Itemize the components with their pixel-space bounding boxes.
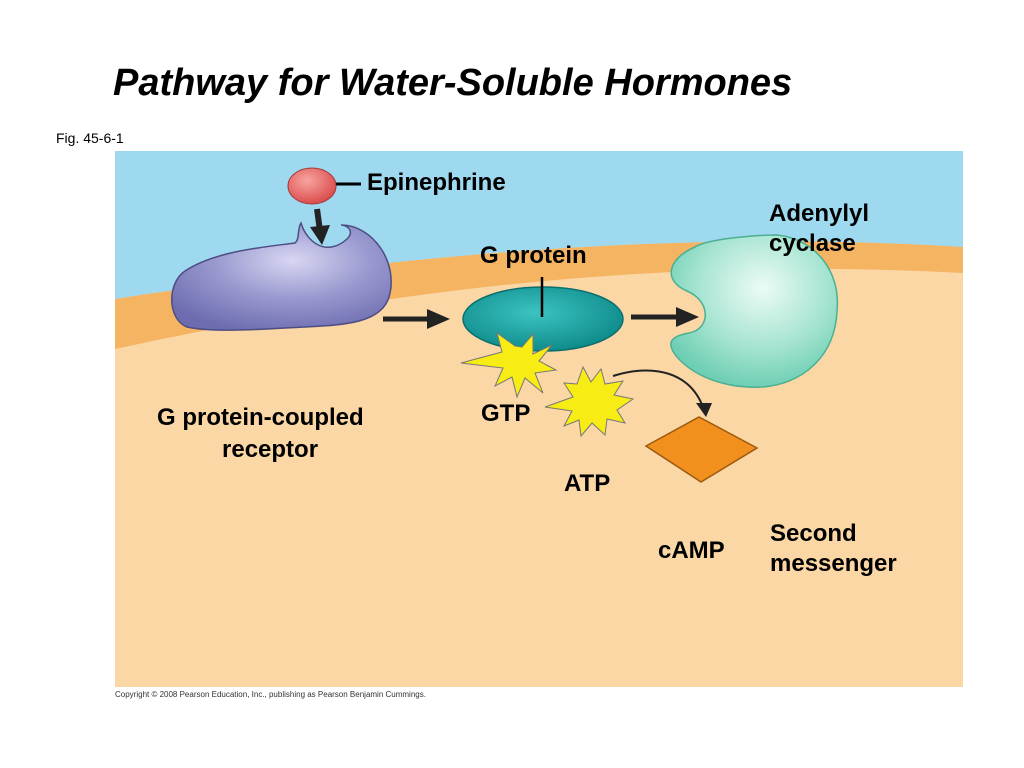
gtp-star bbox=[544, 365, 635, 438]
adenylyl-cyclase-label-line2: cyclase bbox=[769, 230, 856, 257]
camp-molecule bbox=[644, 416, 759, 483]
atp-label: ATP bbox=[564, 470, 611, 497]
camp-label: cAMP bbox=[658, 537, 725, 564]
receptor-label-line1: G protein-coupled bbox=[157, 404, 364, 431]
conversion-arrow-head bbox=[696, 403, 712, 417]
second-messenger-label-line2: messenger bbox=[770, 550, 897, 577]
adenylyl-cyclase bbox=[670, 234, 839, 388]
conversion-arrow bbox=[612, 369, 704, 408]
copyright-notice: Copyright © 2008 Pearson Education, Inc.… bbox=[115, 690, 426, 699]
activation-arrow-1-head bbox=[427, 309, 450, 329]
binding-arrow-head bbox=[310, 225, 330, 245]
epinephrine-label: Epinephrine bbox=[367, 169, 506, 196]
adenylyl-cyclase-label-line1: Adenylyl bbox=[769, 200, 870, 227]
gtp-star-bound bbox=[460, 331, 558, 399]
epinephrine-molecule bbox=[287, 167, 337, 205]
receptor-label-line2: receptor bbox=[222, 436, 319, 463]
figure-label: Fig. 45-6-1 bbox=[56, 130, 124, 146]
diagram-panel: Epinephrine Adenylyl cyclase G protein G… bbox=[115, 151, 963, 687]
activation-arrow-2-head bbox=[676, 307, 699, 327]
second-messenger-label-line1: Second bbox=[770, 520, 857, 547]
gtp-label: GTP bbox=[481, 400, 531, 427]
pathway-diagram bbox=[115, 151, 963, 687]
g-protein-coupled-receptor bbox=[171, 221, 392, 331]
g-protein-label: G protein bbox=[480, 242, 587, 269]
page-title: Pathway for Water-Soluble Hormones bbox=[113, 62, 793, 104]
